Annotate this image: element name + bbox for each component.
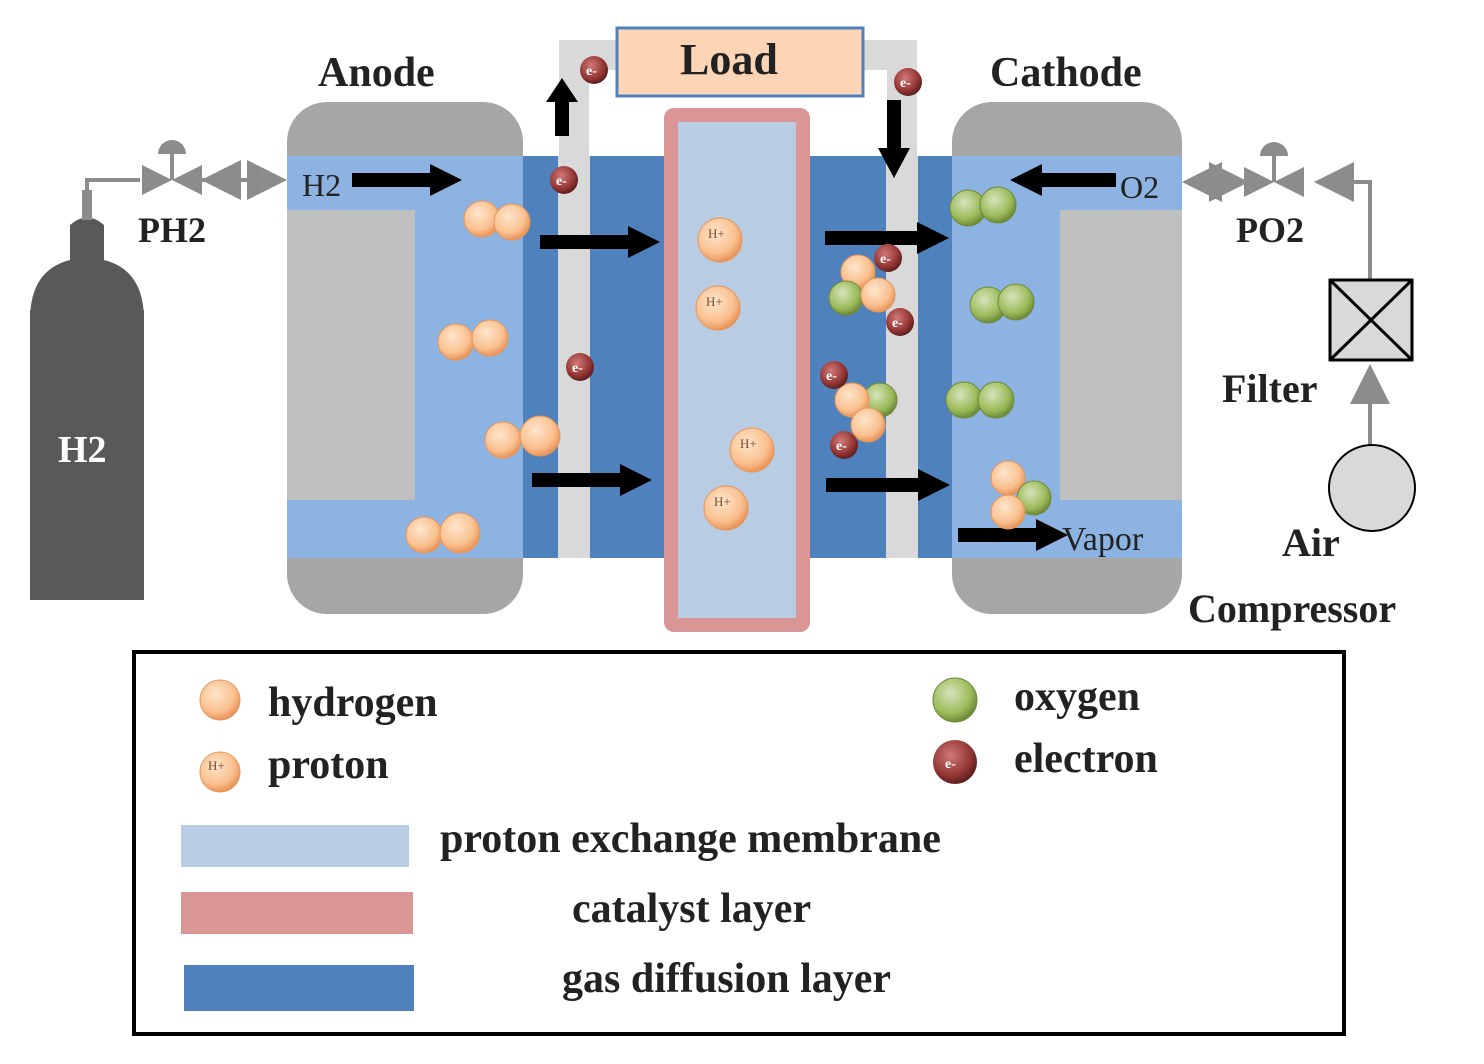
filter-icon	[1328, 278, 1414, 362]
svg-text:e-: e-	[572, 361, 583, 376]
oxygen-molecules	[945, 186, 1035, 419]
svg-text:H+: H+	[208, 758, 225, 773]
compressor-label: Compressor	[1188, 586, 1396, 631]
svg-text:e-: e-	[826, 369, 837, 384]
legend-gdl-label: gas diffusion layer	[562, 956, 891, 1002]
proton-exchange-membrane	[678, 122, 796, 618]
svg-text:H+: H+	[714, 494, 731, 509]
anode-label: Anode	[318, 50, 435, 96]
hydrogen-molecules	[405, 200, 561, 554]
legend-hydrogen-label: hydrogen	[268, 680, 438, 726]
cathode-current-collector	[886, 156, 918, 558]
legend-electron: e- electron	[933, 736, 1158, 784]
arrow-icon	[532, 464, 652, 496]
legend-gdl: gas diffusion layer	[184, 956, 891, 1011]
svg-text:e-: e-	[892, 316, 903, 331]
legend-electron-label: electron	[1014, 736, 1158, 782]
flow-arrows	[352, 78, 1116, 551]
svg-text:e-: e-	[900, 76, 911, 91]
h2-inlet-label: H2	[302, 167, 341, 203]
water-clusters	[828, 254, 1052, 530]
svg-text:e-: e-	[880, 252, 891, 267]
load-label: Load	[680, 35, 778, 84]
tank-label: H2	[58, 429, 107, 471]
arrow-icon	[825, 222, 949, 254]
legend-membrane: proton exchange membrane	[181, 816, 941, 867]
electrons: e- e- e- e- e- e- e- e-	[550, 56, 922, 459]
legend-hydrogen: hydrogen	[199, 679, 438, 726]
arrow-icon	[826, 469, 950, 501]
cathode-gas-diffusion-layer	[810, 156, 952, 558]
arrow-icon	[540, 226, 660, 258]
o2-inlet-label: O2	[1120, 169, 1159, 205]
svg-text:H+: H+	[740, 436, 757, 451]
legend-proton-label: proton	[268, 742, 389, 788]
compressor-icon	[1328, 444, 1416, 532]
arrow-icon	[546, 78, 578, 136]
arrow-icon	[1010, 164, 1116, 196]
air-label: Air	[1282, 520, 1340, 565]
legend-oxygen: oxygen	[932, 674, 1140, 723]
anode-gas-diffusion-layer	[523, 156, 665, 558]
svg-text:e-: e-	[836, 439, 847, 454]
valve-icon[interactable]	[1244, 142, 1304, 197]
valve-o2-label: PO2	[1236, 210, 1304, 250]
svg-text:H+: H+	[706, 294, 723, 309]
arrow-icon	[352, 164, 462, 196]
legend-proton: H+ proton	[199, 742, 389, 793]
legend-catalyst: catalyst layer	[181, 886, 811, 934]
svg-text:e-: e-	[586, 64, 597, 79]
vapor-label: Vapor	[1062, 521, 1144, 558]
legend-oxygen-label: oxygen	[1014, 674, 1140, 720]
svg-text:e-: e-	[945, 757, 956, 772]
filter-label: Filter	[1222, 366, 1318, 411]
arrow-icon	[878, 100, 910, 178]
load-box	[615, 26, 865, 98]
valve-icon[interactable]	[142, 140, 202, 195]
valve-h2-label: PH2	[138, 210, 206, 250]
svg-text:H+: H+	[708, 226, 725, 241]
legend-membrane-label: proton exchange membrane	[440, 816, 941, 862]
h2-supply-line	[85, 160, 287, 200]
cathode-label: Cathode	[990, 50, 1142, 96]
legend-catalyst-label: catalyst layer	[572, 886, 811, 932]
protons: H+ H+ H+ H+	[695, 217, 775, 531]
svg-text:e-: e-	[556, 174, 567, 189]
arrow-icon	[958, 519, 1068, 551]
o2-supply-line	[1182, 162, 1390, 445]
gas-cylinder-icon	[30, 190, 144, 600]
